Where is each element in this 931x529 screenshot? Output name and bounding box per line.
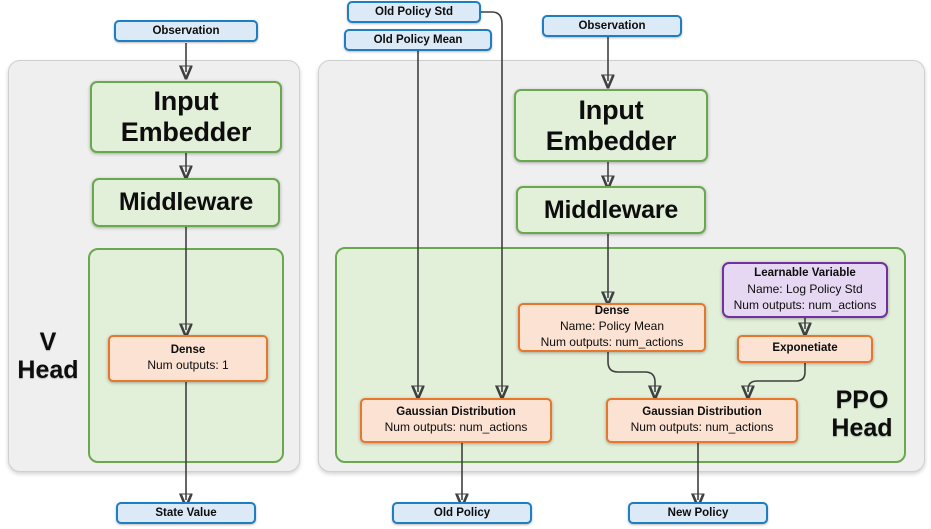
io-new-policy[interactable]: New Policy	[628, 502, 768, 524]
io-observation-v-label: Observation	[152, 25, 220, 37]
block-exponetiate-title: Exponetiate	[772, 342, 838, 355]
block-middleware-v-label: Middleware	[118, 188, 254, 216]
io-observation-v[interactable]: Observation	[114, 20, 258, 42]
block-input-embedder-v[interactable]: Input Embedder	[90, 81, 282, 153]
block-dense-v[interactable]: Dense Num outputs: 1	[108, 335, 268, 382]
io-old-policy-std[interactable]: Old Policy Std	[347, 1, 481, 23]
io-old-policy-mean[interactable]: Old Policy Mean	[344, 29, 492, 51]
ppo-head-label-line2: Head	[831, 414, 893, 442]
io-state-value[interactable]: State Value	[116, 502, 256, 524]
ppo-head-label-line1: PPO	[835, 386, 889, 414]
block-learnable-variable-title: Learnable Variable	[754, 267, 856, 280]
block-learnable-variable-line3: Num outputs: num_actions	[733, 297, 877, 312]
block-input-embedder-v-label: Input Embedder	[120, 86, 252, 147]
block-gaussian-old-title: Gaussian Distribution	[396, 405, 516, 418]
block-dense-v-title: Dense	[170, 343, 206, 356]
v-head-label-line1: V	[39, 328, 57, 356]
ppo-head-label: PPO Head	[818, 386, 906, 442]
block-gaussian-old-line2: Num outputs: num_actions	[384, 420, 528, 435]
io-state-value-label: State Value	[155, 507, 217, 519]
block-dense-policy-mean[interactable]: Dense Name: Policy Mean Num outputs: num…	[518, 303, 706, 352]
block-dense-policy-mean-title: Dense	[594, 304, 630, 317]
v-head-label: V Head	[12, 328, 84, 384]
io-observation-ppo-label: Observation	[578, 20, 646, 32]
block-gaussian-new-title: Gaussian Distribution	[642, 405, 762, 418]
io-old-policy-mean-label: Old Policy Mean	[373, 34, 463, 46]
block-middleware-ppo-label: Middleware	[543, 195, 679, 224]
io-old-policy-std-label: Old Policy Std	[375, 6, 453, 18]
block-dense-policy-mean-line3: Num outputs: num_actions	[540, 335, 684, 350]
block-gaussian-new-line2: Num outputs: num_actions	[630, 420, 774, 435]
block-input-embedder-ppo-label: Input Embedder	[545, 94, 677, 156]
io-old-policy[interactable]: Old Policy	[392, 502, 532, 524]
block-input-embedder-ppo[interactable]: Input Embedder	[514, 89, 708, 162]
block-learnable-variable[interactable]: Learnable Variable Name: Log Policy Std …	[722, 262, 888, 318]
block-gaussian-distribution-old[interactable]: Gaussian Distribution Num outputs: num_a…	[360, 398, 552, 443]
block-exponetiate[interactable]: Exponetiate	[737, 335, 873, 363]
io-old-policy-label: Old Policy	[433, 507, 491, 519]
block-dense-v-line2: Num outputs: 1	[147, 358, 229, 373]
block-gaussian-distribution-new[interactable]: Gaussian Distribution Num outputs: num_a…	[606, 398, 798, 443]
block-middleware-ppo[interactable]: Middleware	[516, 186, 706, 234]
io-new-policy-label: New Policy	[667, 507, 729, 519]
block-learnable-variable-line2: Name: Log Policy Std	[747, 281, 863, 296]
block-middleware-v[interactable]: Middleware	[92, 178, 280, 227]
block-dense-policy-mean-line2: Name: Policy Mean	[559, 319, 665, 334]
v-head-label-line2: Head	[17, 356, 79, 384]
io-observation-ppo[interactable]: Observation	[542, 15, 682, 37]
